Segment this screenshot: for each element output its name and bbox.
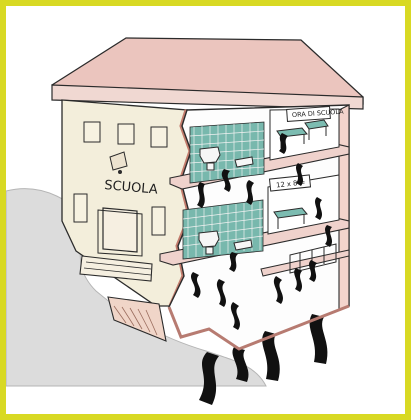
outer-wall xyxy=(339,105,349,310)
window xyxy=(151,127,167,147)
window xyxy=(152,207,165,235)
window xyxy=(74,194,87,222)
window xyxy=(84,122,100,142)
entrance-door xyxy=(103,208,137,252)
window xyxy=(118,124,134,144)
school-building-illustration: SCUOLA xyxy=(6,6,405,414)
